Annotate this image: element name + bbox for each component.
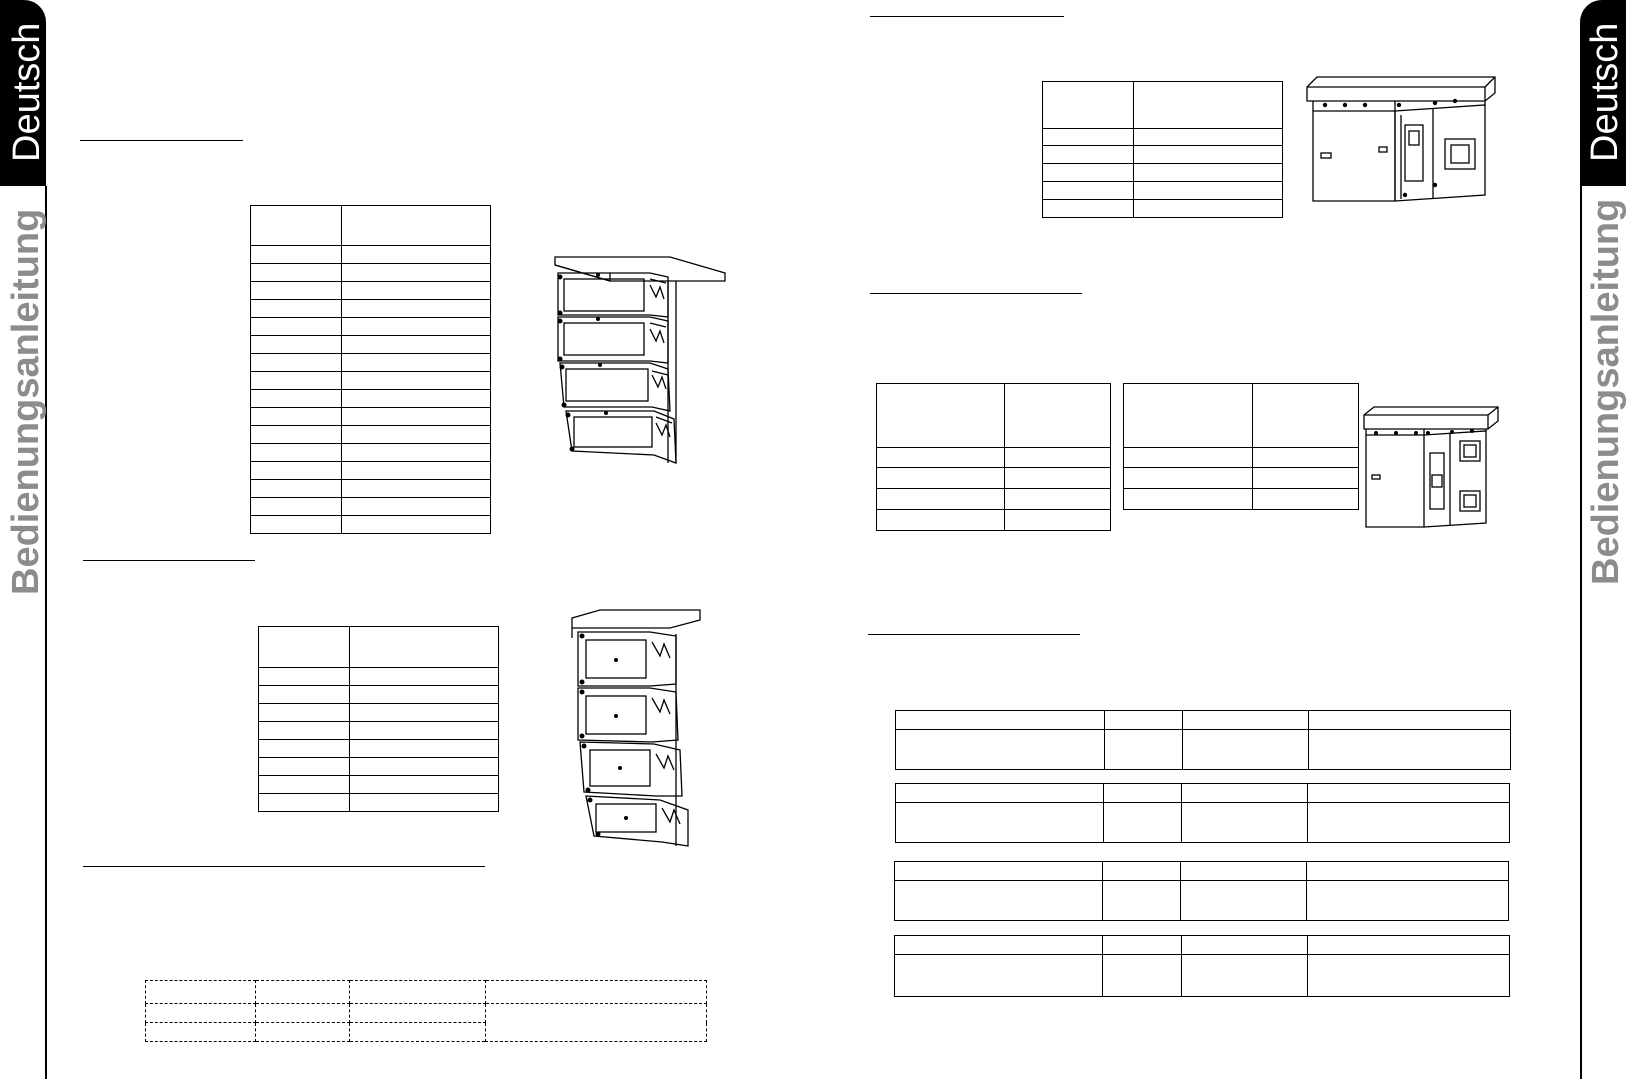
left-dashed-table [145,980,707,1042]
right-language-tab-label: Deutsch [1584,22,1626,162]
subwoofer-illustration-2 [1363,406,1499,528]
right-section-heading-underline-2 [870,293,1082,294]
right-side-label: Bedienungsanleitung [1585,198,1626,585]
left-language-tab [0,0,46,186]
right-config-table-3 [894,861,1509,921]
right-section-heading-underline-1 [870,16,1064,17]
line-array-illustration-1 [554,256,726,464]
right-spec-table-2a [876,383,1111,531]
right-page-edge-line [1580,186,1582,1079]
left-section-heading-underline-1 [80,140,243,141]
subwoofer-illustration-1 [1306,76,1496,202]
right-spec-table-1 [1042,81,1283,218]
left-section-heading-underline-2 [83,560,255,561]
right-config-table-1 [895,710,1511,770]
left-page-edge-line [45,186,47,1079]
line-array-illustration-2 [571,609,701,847]
left-side-label: Bedienungsanleitung [5,208,47,595]
left-spec-table-2 [258,626,499,812]
left-spec-table-1 [250,205,491,534]
right-config-table-4 [894,935,1510,997]
left-section-heading-underline-3 [83,866,485,867]
left-language-tab-label: Deutsch [6,22,48,162]
right-section-heading-underline-3 [868,634,1080,635]
right-config-table-2 [895,783,1510,843]
right-language-tab [1580,0,1626,186]
right-spec-table-2b [1123,383,1359,510]
